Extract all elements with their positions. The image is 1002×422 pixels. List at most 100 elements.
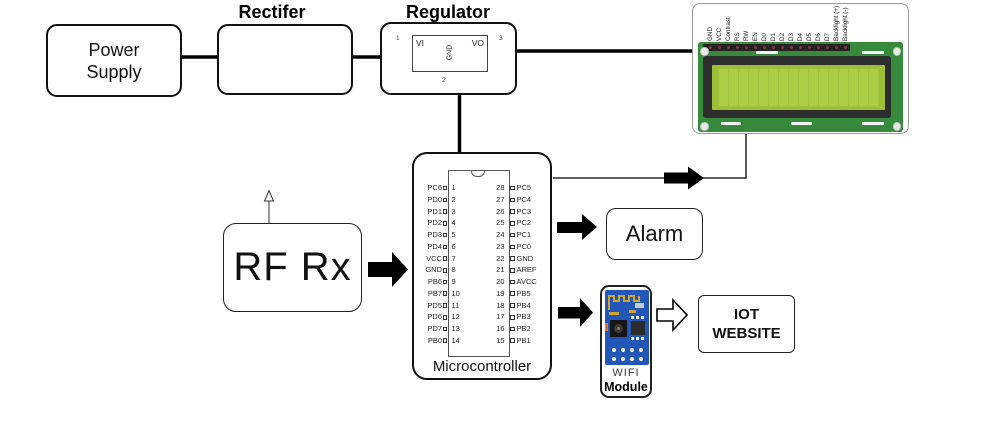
ic-pin-square bbox=[510, 185, 515, 191]
ic-pin-square bbox=[442, 279, 448, 285]
ic-pin-square bbox=[510, 209, 515, 214]
lcd-pin-hole-icon bbox=[799, 45, 802, 49]
wifi-side-component bbox=[605, 323, 608, 331]
iot-label-line2: WEBSITE bbox=[712, 325, 781, 342]
ic-pin-label-right: PC2 bbox=[516, 218, 532, 228]
lcd-solder-pad bbox=[862, 122, 884, 125]
wifi-pcb-board bbox=[605, 290, 649, 365]
ic-pin-label-right: PC4 bbox=[516, 195, 532, 205]
lcd-mount-hole-icon bbox=[892, 47, 901, 56]
lcd-pin-hole-icon bbox=[844, 45, 847, 49]
ic-pin-square bbox=[510, 197, 515, 203]
lcd-pin-label: D0 bbox=[760, 32, 768, 41]
power-supply-block: Power Supply bbox=[46, 24, 182, 97]
rectifier-title: Rectifer bbox=[238, 2, 306, 22]
lcd-pin-label: Backlight (-) bbox=[841, 7, 849, 41]
ic-pin-number-left: 5 bbox=[451, 230, 456, 240]
lcd-pin-hole-icon bbox=[772, 45, 775, 49]
lcd-screen bbox=[712, 65, 885, 110]
ic-pin-number-right: 28 bbox=[496, 183, 505, 193]
regulator-pin1-number: 1 bbox=[396, 35, 400, 42]
alarm-block: Alarm bbox=[606, 208, 703, 260]
ic-pin-square bbox=[442, 268, 448, 273]
wifi-trace bbox=[609, 312, 619, 315]
ic-pin-square bbox=[510, 232, 515, 238]
arrow-right-icon-micro-to-lcd bbox=[664, 166, 704, 190]
lcd-pin-label: D1 bbox=[769, 32, 777, 41]
alarm-label: Alarm bbox=[625, 221, 684, 246]
ic-pin-number-right: 19 bbox=[496, 288, 505, 298]
iot-website-block: IOT WEBSITE bbox=[698, 295, 795, 353]
lcd-pin-hole-icon bbox=[754, 45, 757, 49]
ic-pin-square bbox=[510, 338, 515, 343]
ic-pin-number-right: 20 bbox=[496, 277, 505, 287]
lcd-pin-header bbox=[703, 43, 850, 51]
lcd-pin-label: D7 bbox=[823, 32, 831, 41]
ic-pin-label-right: PC3 bbox=[516, 206, 532, 216]
ic-pin-number-left: 3 bbox=[451, 206, 456, 216]
ic-pin-number-left: 9 bbox=[451, 277, 456, 287]
lcd-pin-label: D4 bbox=[796, 32, 804, 41]
ic-pin-number-right: 17 bbox=[496, 312, 505, 322]
ic-pin-label-right: AREF bbox=[516, 265, 537, 275]
rf-receiver-block: RF Rx bbox=[223, 223, 362, 312]
ic-pin-label-left: PD4 bbox=[427, 241, 442, 251]
ic-pin-label-left: PD2 bbox=[427, 218, 442, 228]
hollow-arrow-right-icon-wifi-to-iot bbox=[656, 297, 689, 333]
wire-microcontroller-to-lcd bbox=[553, 134, 747, 179]
wifi-component bbox=[635, 303, 644, 308]
arrow-right-icon-micro-to-wifi bbox=[558, 298, 593, 327]
lcd-pin-hole-icon bbox=[817, 45, 820, 49]
lcd-pin-label: D6 bbox=[814, 32, 822, 41]
regulator-ic-body bbox=[412, 35, 488, 72]
lcd-pin-hole-icon bbox=[808, 45, 811, 49]
regulator-vi-label: VI bbox=[416, 38, 425, 48]
wifi-chip-dot bbox=[617, 327, 620, 330]
ic-pin-number-left: 2 bbox=[451, 195, 456, 205]
microcontroller-label: Microcontroller bbox=[432, 358, 532, 375]
wifi-antenna-trace-icon bbox=[608, 295, 640, 310]
ic-pin-square bbox=[510, 279, 515, 285]
wifi-component bbox=[629, 310, 636, 313]
ic-pin-number-left: 7 bbox=[451, 253, 456, 263]
lcd-solder-pad bbox=[862, 50, 884, 54]
rf-receiver-label: RF Rx bbox=[233, 245, 352, 289]
ic-pin-number-left: 13 bbox=[451, 324, 460, 334]
ic-pin-label-left: PD5 bbox=[427, 300, 442, 310]
lcd-solder-pad bbox=[721, 122, 741, 125]
ic-pin-square bbox=[442, 185, 448, 191]
ic-pin-number-left: 8 bbox=[451, 265, 456, 275]
lcd-pin-label: Contrast bbox=[724, 17, 732, 41]
ic-pin-square bbox=[442, 291, 448, 297]
ic-pin-square bbox=[442, 232, 448, 238]
ic-pin-label-left: PB0 bbox=[427, 335, 442, 345]
ic-pin-number-left: 14 bbox=[451, 335, 460, 345]
lcd-pin-hole-icon bbox=[763, 45, 766, 49]
ic-pin-number-right: 26 bbox=[496, 206, 505, 216]
ic-pin-number-right: 18 bbox=[496, 300, 505, 310]
wifi-flash-chip-icon bbox=[631, 321, 645, 335]
lcd-pin-label: D3 bbox=[787, 32, 795, 41]
ic-pin-number-right: 25 bbox=[496, 218, 505, 228]
microcontroller-ic-body bbox=[448, 170, 510, 357]
power-supply-label-line2: Supply bbox=[86, 61, 142, 82]
ic-pin-square bbox=[510, 303, 515, 308]
lcd-screen-glass bbox=[718, 69, 879, 106]
ic-pin-label-left: GND bbox=[425, 265, 442, 275]
ic-pin-number-left: 10 bbox=[451, 288, 460, 298]
ic-pin-number-left: 12 bbox=[451, 312, 460, 322]
ic-pin-square bbox=[510, 268, 515, 273]
lcd-pin-hole-icon bbox=[826, 45, 829, 49]
wifi-label-line2: Module bbox=[604, 380, 648, 394]
ic-pin-square bbox=[442, 338, 448, 343]
arrow-right-icon-micro-to-alarm bbox=[557, 214, 597, 240]
lcd-pin-hole-icon bbox=[835, 45, 838, 49]
ic-pin-label-right: AVCC bbox=[516, 277, 537, 287]
lcd-pin-hole-icon bbox=[727, 45, 730, 49]
ic-pin-square bbox=[510, 256, 515, 261]
lcd-mount-hole-icon bbox=[892, 122, 901, 131]
ic-pin-number-left: 4 bbox=[451, 218, 456, 228]
